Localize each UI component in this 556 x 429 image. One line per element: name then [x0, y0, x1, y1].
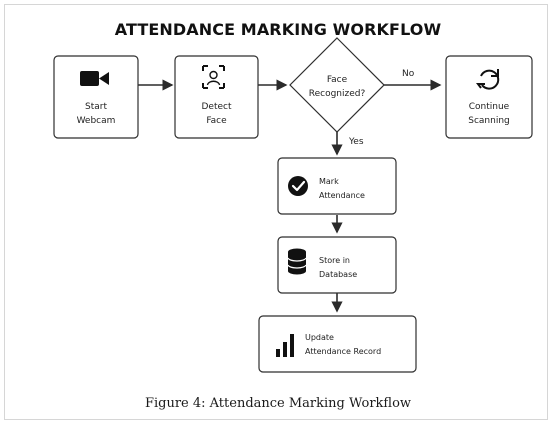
yes-label: Yes [348, 137, 364, 147]
refresh-icon [476, 69, 500, 90]
bar-chart-icon [276, 334, 294, 357]
store-database-line1: Store in [319, 256, 350, 265]
start-webcam-line2: Webcam [77, 116, 116, 126]
decision-line1: Face [327, 75, 348, 85]
node-start-webcam: Start Webcam [53, 55, 139, 139]
database-icon [287, 248, 307, 275]
update-record-line1: Update [305, 333, 334, 342]
continue-scanning-line1: Continue [469, 102, 510, 112]
video-camera-icon [80, 71, 109, 86]
decision-line2: Recognized? [309, 89, 366, 99]
node-mark-attendance: Mark Attendance [277, 157, 397, 215]
no-label: No [402, 69, 415, 79]
update-record-line2: Attendance Record [305, 347, 381, 356]
continue-scanning-line2: Scanning [468, 116, 510, 126]
store-database-line2: Database [319, 270, 357, 279]
mark-attendance-line2: Attendance [319, 191, 365, 200]
diagram-title: ATTENDANCE MARKING WORKFLOW [114, 20, 442, 39]
node-update-attendance-record: Update Attendance Record [258, 315, 417, 373]
start-webcam-line1: Start [85, 102, 107, 112]
node-store-database: Store in Database [277, 236, 397, 294]
node-continue-scanning: Continue Scanning [445, 55, 533, 139]
detect-face-line2: Face [206, 116, 227, 126]
node-detect-face: Detect Face [174, 55, 259, 139]
check-circle-icon [288, 176, 308, 196]
mark-attendance-line1: Mark [319, 177, 339, 186]
detect-face-line1: Detect [201, 102, 231, 112]
figure-caption: Figure 4: Attendance Marking Workflow [144, 396, 412, 411]
face-scan-icon [202, 65, 225, 89]
node-face-recognized-decision: Face Recognized? [289, 37, 385, 133]
